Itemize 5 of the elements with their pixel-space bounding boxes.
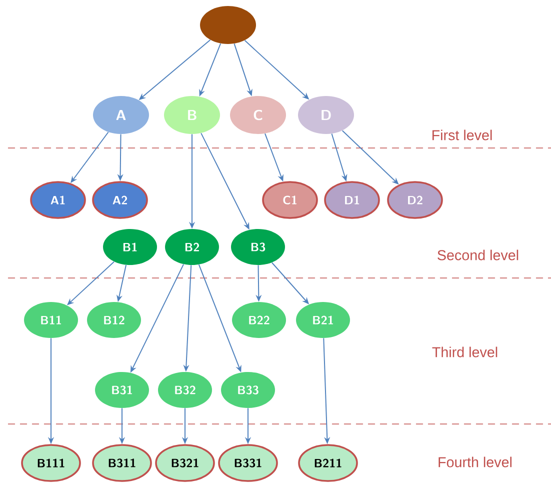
level-label: Fourth level (438, 456, 512, 468)
level-label: Second level (438, 250, 518, 260)
level-label: Third level (432, 346, 498, 358)
level-label: First level (432, 130, 492, 140)
root-ellipse (200, 6, 256, 44)
